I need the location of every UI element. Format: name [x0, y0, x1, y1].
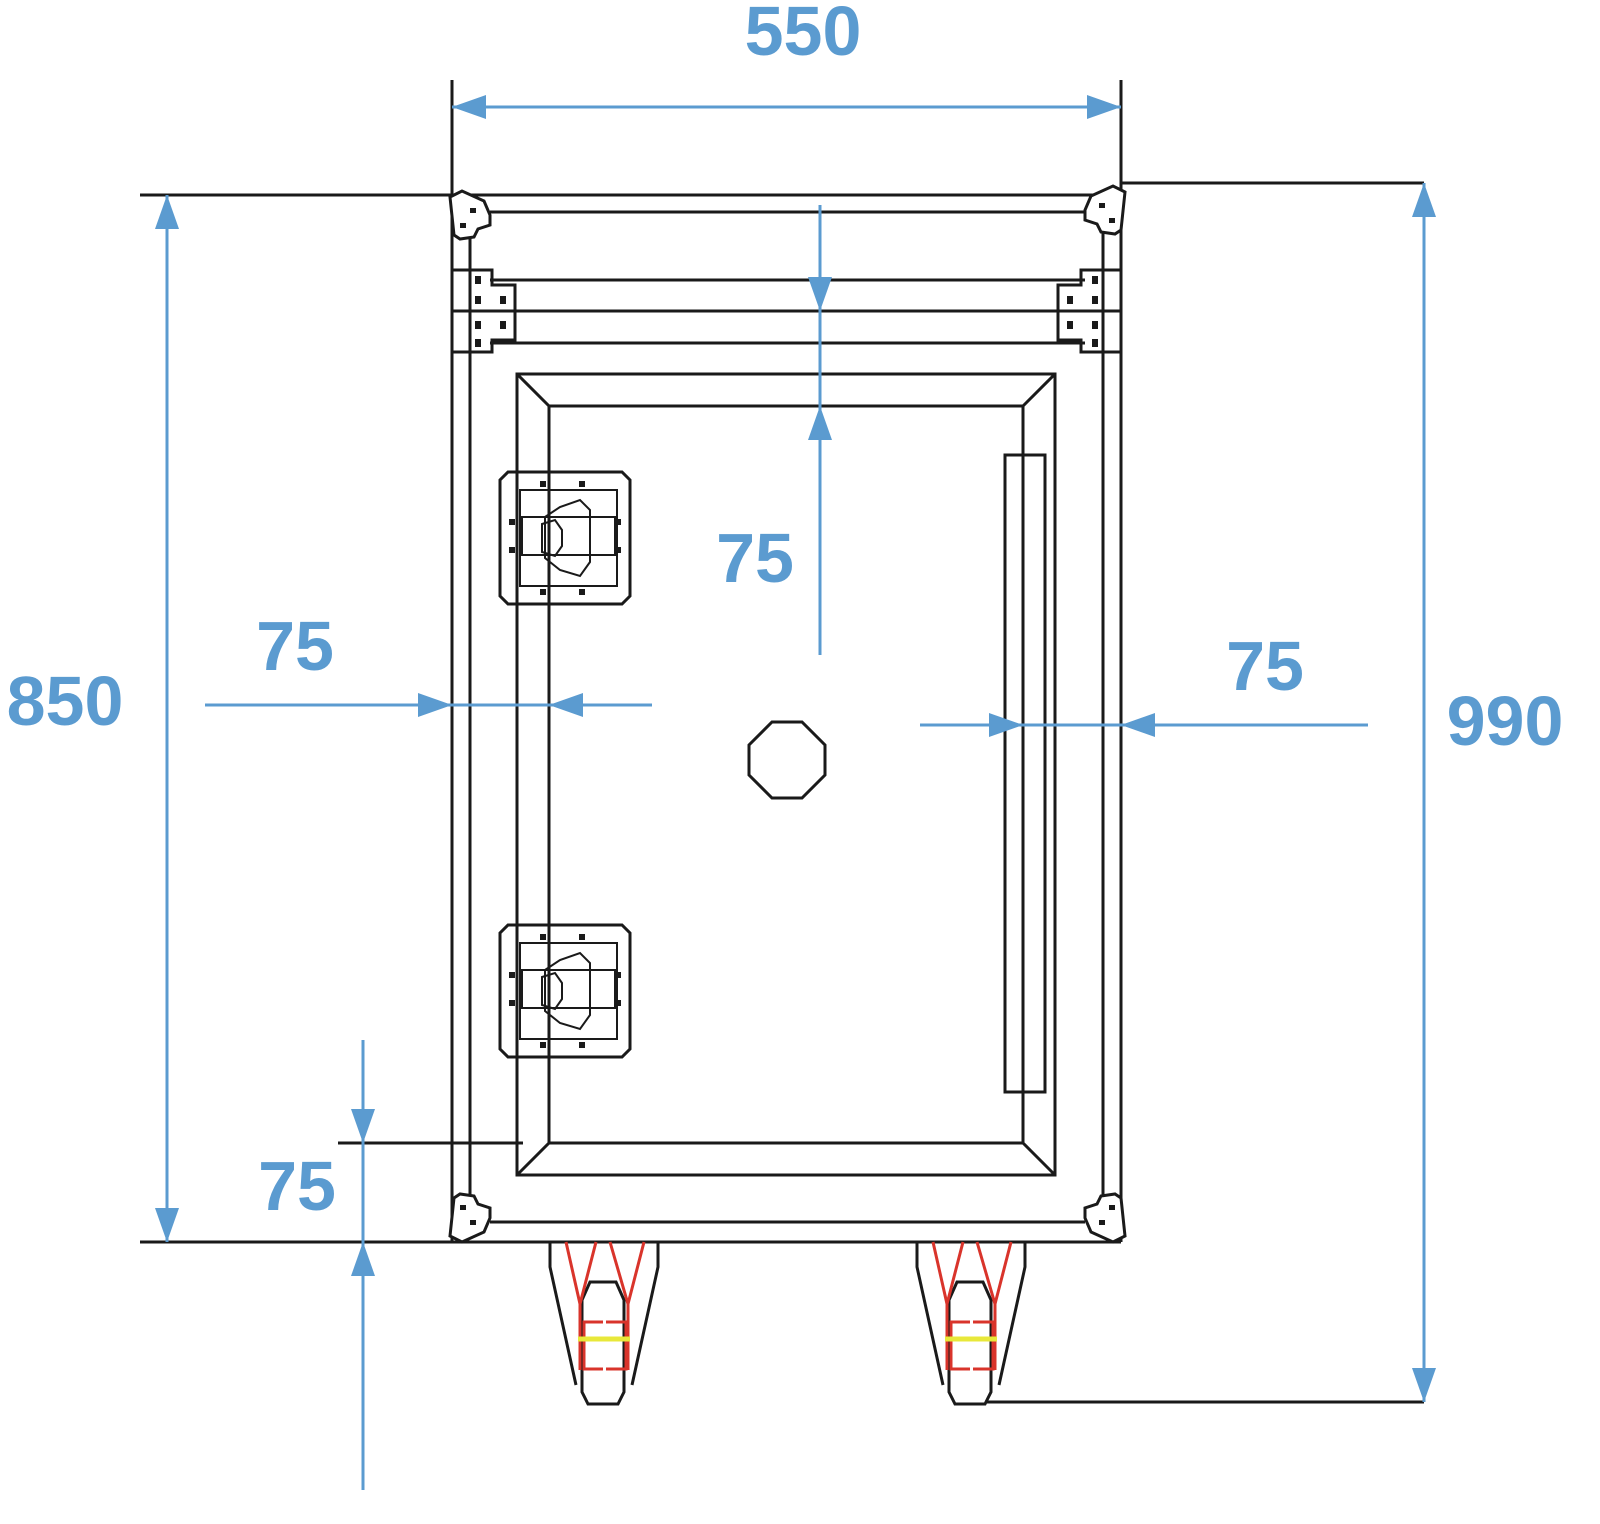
dim-width-label: 550	[745, 0, 862, 70]
dim-rail-top-label: 75	[716, 519, 794, 597]
dimension-lines	[140, 80, 1436, 1490]
castor-wheels	[548, 1241, 1027, 1406]
arrowhead	[1412, 183, 1436, 217]
case-frame	[430, 183, 1123, 1244]
arrowhead	[351, 1242, 375, 1276]
door-panel	[515, 372, 1057, 1177]
arrowhead	[1412, 1368, 1436, 1402]
arrowhead	[808, 277, 832, 311]
rail-bracket	[1056, 268, 1121, 354]
corner-bracket	[1083, 184, 1127, 236]
rail-bracket	[452, 268, 517, 354]
rack-rail-brackets	[452, 268, 1121, 354]
arrowhead	[418, 693, 452, 717]
dim-rail-left-label: 75	[256, 607, 334, 685]
corner-brackets	[448, 184, 1127, 1244]
arrowhead	[452, 95, 486, 119]
arrowhead	[549, 693, 583, 717]
arrowhead	[1087, 95, 1121, 119]
corner-bracket	[448, 1192, 492, 1244]
arrowhead	[808, 406, 832, 440]
arrowhead	[155, 195, 179, 229]
corner-bracket	[1083, 1192, 1127, 1244]
dim-rail-right-label: 75	[1226, 627, 1304, 705]
dim-height-total-label: 990	[1447, 682, 1564, 760]
arrowhead	[989, 713, 1023, 737]
castor-wheel	[548, 1241, 660, 1406]
butterfly-latch	[498, 470, 632, 606]
hinge-strip	[1003, 453, 1047, 1094]
arrowhead	[1121, 713, 1155, 737]
arrowhead	[351, 1109, 375, 1143]
handle-recess	[747, 720, 827, 800]
butterfly-latches	[498, 470, 632, 1059]
dim-height-case-label: 850	[7, 662, 124, 740]
butterfly-latch	[498, 923, 632, 1059]
dim-rail-bottom-label: 75	[258, 1147, 336, 1225]
corner-bracket	[448, 189, 492, 241]
castor-wheel	[915, 1241, 1027, 1406]
arrowhead	[155, 1208, 179, 1242]
